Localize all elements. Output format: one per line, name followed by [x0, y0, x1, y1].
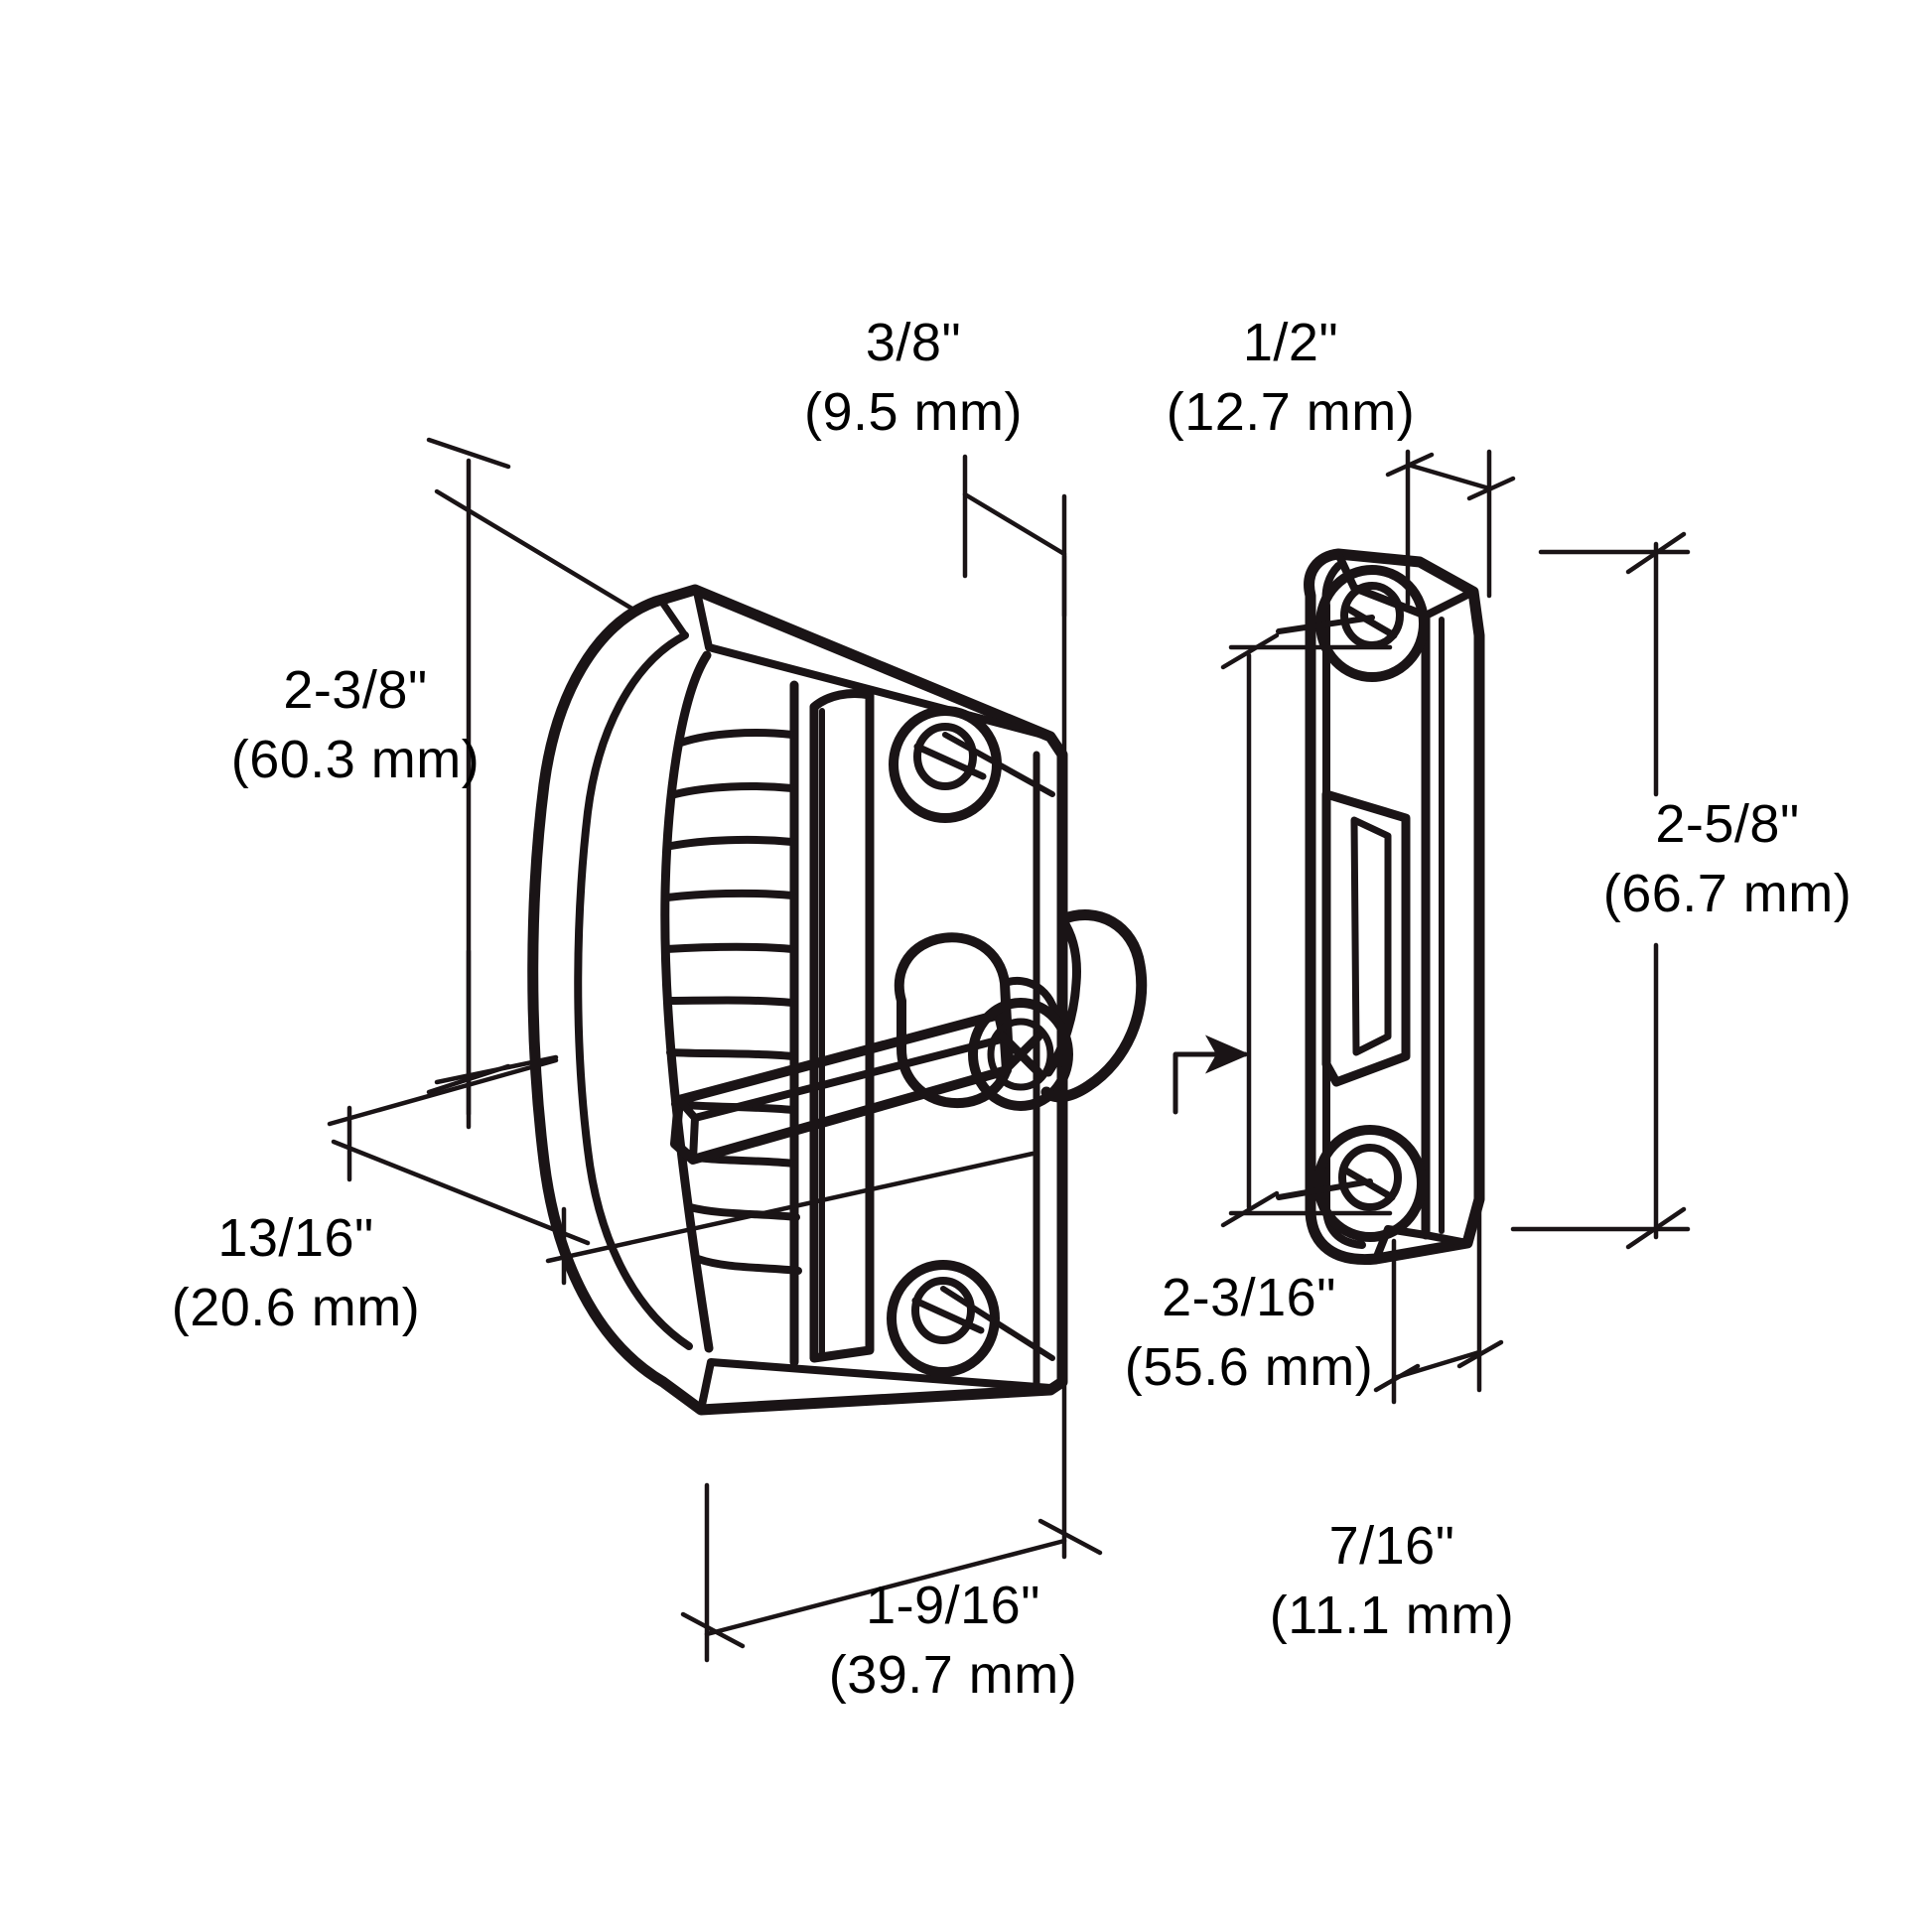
tick-kw-right — [1456, 1339, 1504, 1369]
dim-metric: (9.5 mm) — [804, 382, 1023, 443]
latch-lever — [670, 1010, 1012, 1165]
dim-metric: (60.3 mm) — [230, 730, 481, 790]
tick-kh-top — [1625, 531, 1687, 575]
latch-body — [527, 584, 1148, 1416]
dim-imperial: 2-5/8" — [1655, 794, 1800, 854]
tick-width-left — [680, 1611, 746, 1649]
leader-height-top — [434, 488, 638, 614]
tick-spacing-top — [1220, 632, 1280, 670]
dim-imperial: 1/2" — [1242, 313, 1339, 372]
latch-body-outline — [527, 584, 1068, 1416]
tick-keeper-thick-right — [1466, 476, 1516, 501]
dim-line-offset — [331, 1139, 591, 1246]
tick-spacing-bottom — [1220, 1190, 1280, 1228]
dim-line-width — [704, 1538, 1067, 1637]
keeper-bottom-face — [1372, 1225, 1471, 1263]
dim-label-keeper-thickness: 1/2" (12.7 mm) — [1132, 308, 1449, 447]
dim-metric: (55.6 mm) — [1124, 1337, 1374, 1398]
keeper-upper-screw-hole — [1276, 565, 1429, 682]
pivot-screw — [968, 998, 1073, 1111]
lower-screw-hole — [887, 1260, 1055, 1377]
dim-imperial: 7/16" — [1328, 1516, 1455, 1576]
dimension-lines — [327, 437, 1691, 1663]
keeper-lower-screw-hole — [1276, 1125, 1427, 1242]
latch-body-top-bevel-2 — [659, 600, 689, 639]
dim-label-latch-body-offset: 13/16" (20.6 mm) — [127, 1203, 465, 1342]
dim-metric: (12.7 mm) — [1166, 382, 1416, 443]
dim-label-latch-body-thickness: 3/8" (9.5 mm) — [764, 308, 1062, 447]
dim-imperial: 3/8" — [865, 313, 962, 372]
dim-imperial: 13/16" — [217, 1208, 374, 1268]
dim-metric: (66.7 mm) — [1602, 864, 1853, 924]
dim-imperial: 2-3/8" — [283, 660, 428, 720]
dim-label-latch-body-width: 1-9/16" (39.7 mm) — [784, 1571, 1122, 1710]
dim-metric: (39.7 mm) — [828, 1645, 1078, 1706]
latch-recess-panel — [809, 689, 875, 1363]
keeper-outline — [1304, 548, 1485, 1266]
keeper-top-inner — [1351, 585, 1425, 617]
dim-imperial: 1-9/16" — [866, 1576, 1040, 1635]
dim-imperial: 2-3/16" — [1162, 1268, 1336, 1327]
dim-line-thickness — [962, 491, 1067, 557]
dim-metric: (11.1 mm) — [1269, 1586, 1515, 1646]
tick-height-top — [426, 437, 511, 470]
latch-body-bottom-bevel — [697, 1358, 1054, 1414]
keeper-strike-slot — [1321, 789, 1411, 1087]
grip-panel-frame — [660, 650, 714, 1353]
hook-catch — [1040, 909, 1148, 1103]
grip-ribs — [662, 729, 802, 1275]
dim-label-latch-body-height: 2-3/8" (60.3 mm) — [187, 655, 524, 794]
tick-keeper-thick-left — [1385, 452, 1435, 478]
dim-label-keeper-height: 2-5/8" (66.7 mm) — [1549, 789, 1906, 928]
dim-line-keeper-thick — [1405, 462, 1492, 491]
tick-kh-bottom — [1625, 1206, 1687, 1250]
tick-kw-left — [1373, 1363, 1421, 1393]
latch-body-inner-edge — [574, 631, 693, 1350]
tick-width-right — [1037, 1518, 1103, 1556]
keeper-plate — [1276, 548, 1485, 1266]
dim-label-screw-hole-spacing: 2-3/16" (55.6 mm) — [1080, 1263, 1418, 1402]
upper-screw-hole — [889, 706, 1055, 823]
dim-label-keeper-width: 7/16" (11.1 mm) — [1223, 1511, 1561, 1650]
leader-offset-top — [327, 1057, 559, 1127]
dim-metric: (20.6 mm) — [171, 1278, 421, 1338]
assembly-direction-arrow — [1173, 1035, 1250, 1115]
